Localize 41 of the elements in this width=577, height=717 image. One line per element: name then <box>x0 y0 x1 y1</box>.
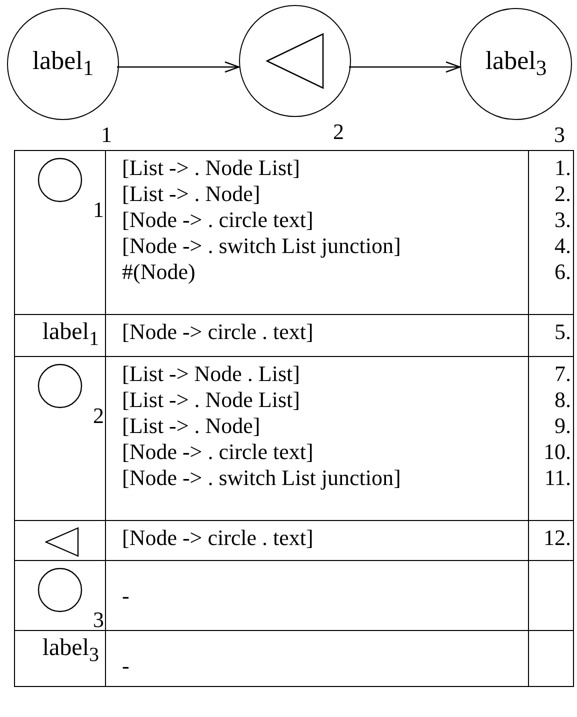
item-number: 2. <box>554 181 571 207</box>
item-number: 5. <box>554 319 571 345</box>
item-text: [List -> . Node] <box>122 181 262 207</box>
state-circle <box>7 8 119 120</box>
item-text: - <box>122 652 130 679</box>
item-number: 9. <box>554 412 571 439</box>
item-number: 11. <box>543 464 571 491</box>
item-text: [Node -> . circle text] <box>122 438 314 465</box>
item-text: [List -> . Node] <box>122 412 262 439</box>
arrow <box>117 61 240 73</box>
item-number: 3. <box>554 207 571 233</box>
state-circle <box>460 8 572 120</box>
state-circle <box>239 5 351 117</box>
item-number: 7. <box>554 360 571 387</box>
state-number: 1 <box>101 122 112 148</box>
item-text: [List -> Node . List] <box>122 360 301 387</box>
item-number: 12. <box>542 524 571 551</box>
state-label: label$_{1}$ <box>32 46 94 82</box>
subscript-number: 2 <box>93 402 104 429</box>
item-text: [Node -> . circle text] <box>122 207 314 233</box>
item-text: - <box>122 582 130 609</box>
item-text: [List -> . Node List] <box>122 386 301 413</box>
subscript-number: 1 <box>93 197 104 223</box>
arrow <box>349 61 461 73</box>
item-number: 10. <box>542 438 571 465</box>
item-text: #(Node) <box>122 259 196 285</box>
item-number: 6. <box>554 259 571 285</box>
item-number: 8. <box>554 386 571 413</box>
state-label: label$_{1}$ <box>41 319 99 352</box>
item-text: [Node -> circle . text] <box>122 319 314 345</box>
item-text: [Node -> . switch List junction] <box>122 233 402 259</box>
state-label: label$_{3}$ <box>41 634 99 668</box>
item-number: 1. <box>554 155 571 181</box>
state-number: 3 <box>554 122 565 148</box>
item-number: 4. <box>554 233 571 259</box>
item-text: [Node -> . switch List junction] <box>122 464 402 491</box>
item-text: [List -> . Node List] <box>122 155 301 181</box>
state-label: label$_{3}$ <box>485 46 547 82</box>
item-text: [Node -> circle . text] <box>122 524 314 551</box>
state-number: 2 <box>333 119 344 145</box>
subscript-number: 3 <box>93 606 104 633</box>
